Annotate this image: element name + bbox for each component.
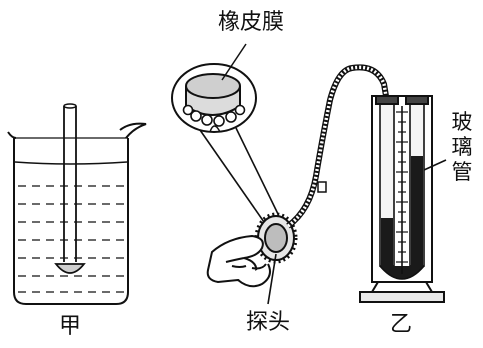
beaker-jia: [7, 103, 147, 305]
label-yi: 乙: [390, 312, 413, 337]
label-probe: 探头: [246, 310, 291, 335]
u-tube-manometer: [359, 95, 447, 303]
membrane-magnified: [171, 43, 279, 223]
probe-pointer-line: [267, 253, 277, 305]
label-jia: 甲: [59, 314, 82, 339]
rubber-hose: [286, 64, 389, 229]
label-glass-tube: 玻璃管: [451, 110, 473, 184]
hand-with-probe: [206, 212, 298, 288]
label-membrane: 橡皮膜: [218, 10, 285, 35]
